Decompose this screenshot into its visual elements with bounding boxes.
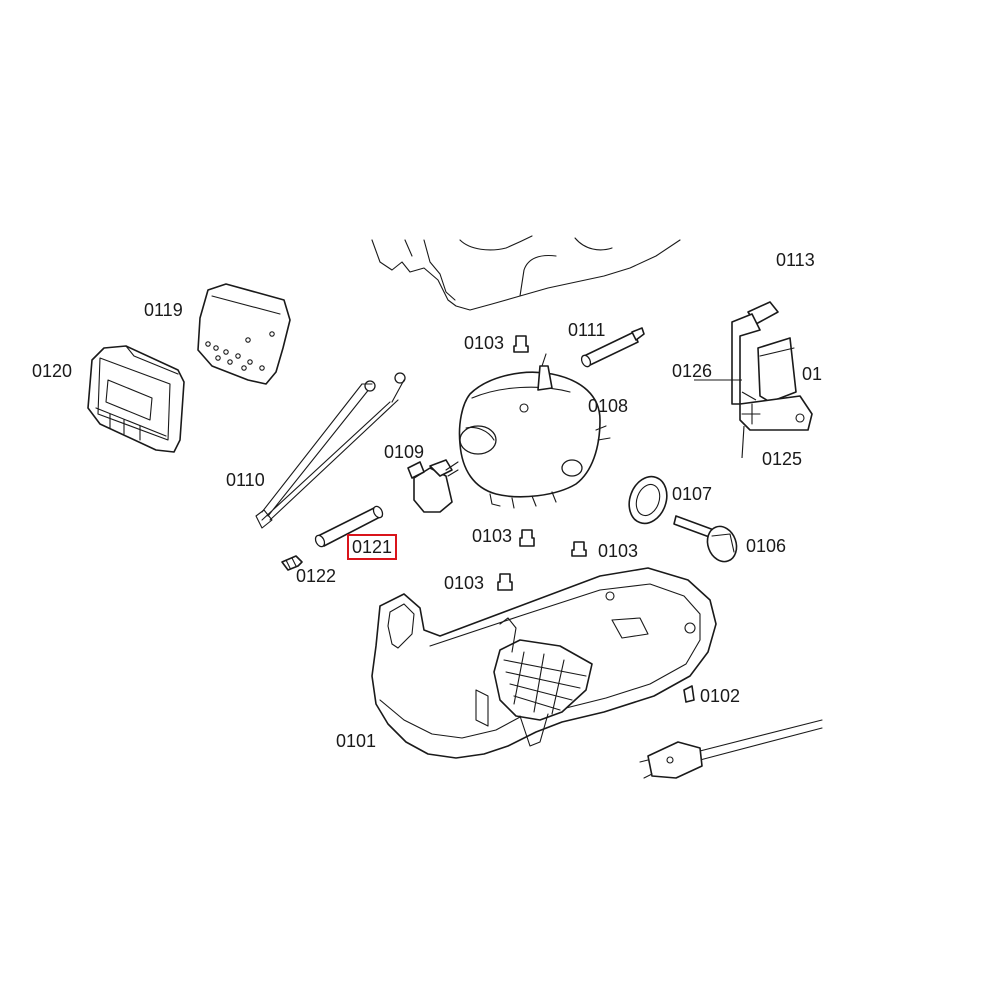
label-0121-highlighted: 0121	[346, 534, 398, 560]
rod-0111	[580, 327, 645, 368]
label-0103: 0103	[464, 333, 505, 353]
nozzle-0122	[281, 555, 303, 571]
nipple-0103-b	[519, 529, 535, 547]
label-0103: 0103	[444, 573, 485, 593]
ring-0107	[628, 475, 668, 525]
base-0101	[371, 567, 717, 759]
control-panel-0120	[87, 345, 185, 453]
tube-0121	[314, 505, 384, 548]
knob-0106	[673, 515, 738, 563]
label-0102: 0102	[700, 686, 741, 706]
power-cord	[639, 719, 823, 779]
label-0113: 0113	[776, 250, 815, 270]
leader-lines	[694, 379, 757, 459]
label-01: 01	[802, 364, 823, 384]
label-0122: 0122	[296, 566, 337, 586]
nipple-0103-a	[513, 335, 529, 353]
label-0119: 0119	[144, 300, 183, 320]
label-0108: 0108	[588, 396, 629, 416]
clip-0102	[683, 685, 695, 703]
label-0126: 0126	[672, 361, 713, 381]
upper-housing	[371, 235, 681, 311]
label-0103: 0103	[598, 541, 639, 561]
nipple-0103-c	[571, 541, 587, 557]
bracket-assembly-0113	[731, 301, 813, 431]
label-0106: 0106	[746, 536, 787, 556]
label-0101: 0101	[336, 731, 377, 751]
valve-0109	[407, 459, 459, 513]
pump-0108	[458, 353, 611, 509]
label-0120: 0120	[32, 361, 73, 381]
label-0110: 0110	[226, 470, 265, 490]
label-0125: 0125	[762, 449, 803, 469]
label-0107: 0107	[672, 484, 713, 504]
wire-harness-0110	[255, 372, 406, 529]
circuit-board-0119	[197, 283, 291, 385]
label-0109: 0109	[384, 442, 425, 462]
label-0103: 0103	[472, 526, 513, 546]
nipple-0103-d	[497, 573, 513, 591]
label-0111: 0111	[568, 320, 606, 340]
